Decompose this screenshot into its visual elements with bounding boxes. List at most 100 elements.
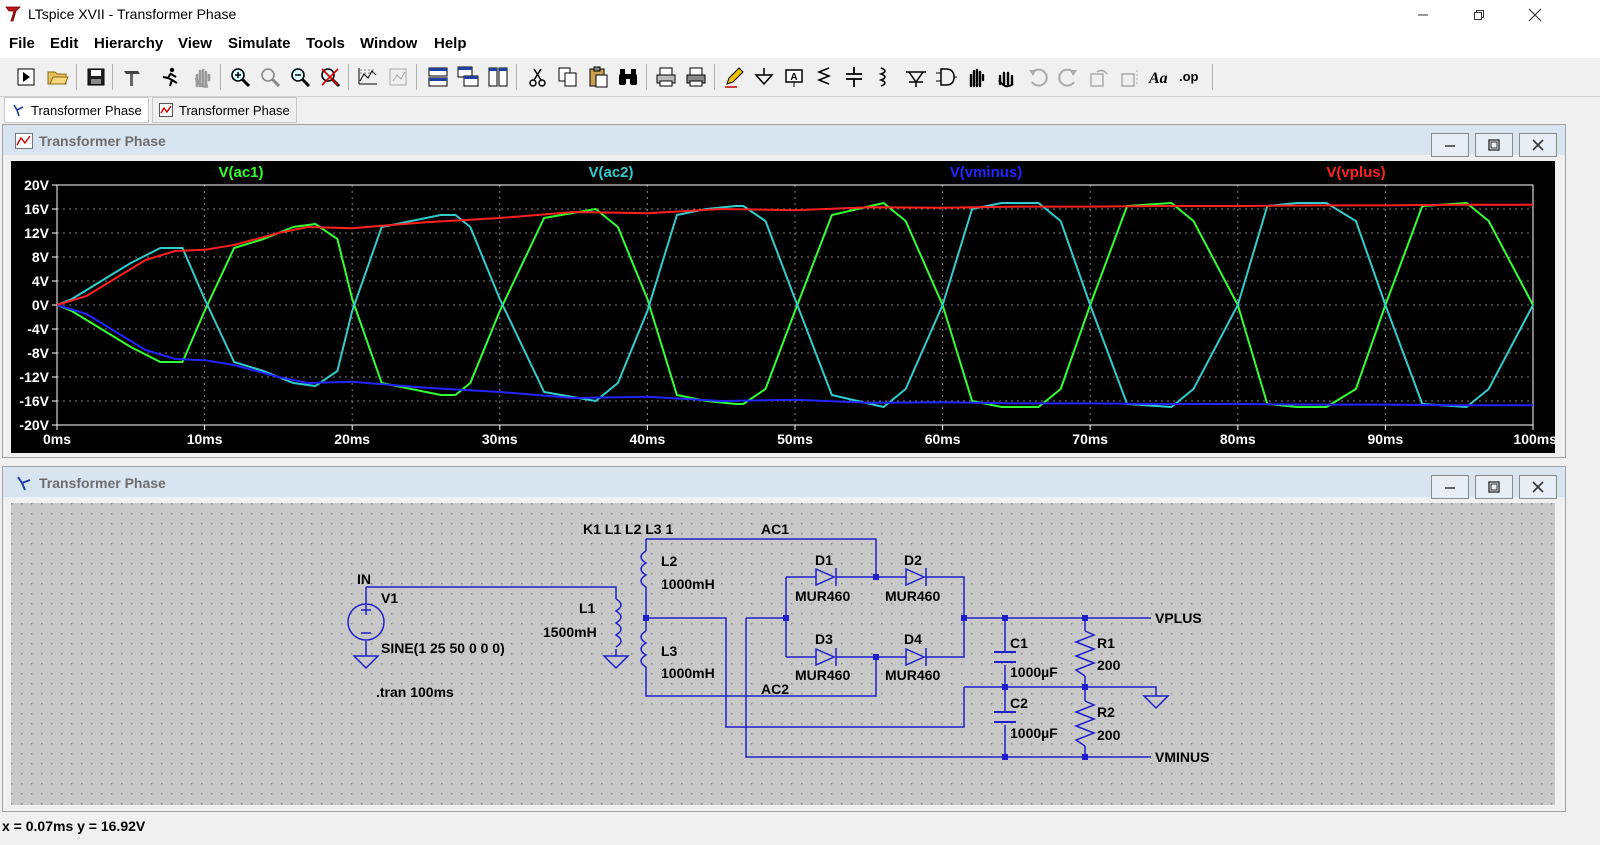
menu-help[interactable]: Help <box>434 35 467 52</box>
v1-name: V1 <box>381 590 398 606</box>
inductor-button[interactable] <box>872 65 896 89</box>
folder-open-icon <box>47 71 69 85</box>
drag-button[interactable] <box>994 65 1018 89</box>
toolbar-separator <box>348 64 349 90</box>
tab-waveform[interactable]: Transformer Phase <box>152 97 297 123</box>
zoom-cancel-icon <box>321 68 341 88</box>
chart-autorange-icon <box>358 68 377 85</box>
tile-horizontal-button[interactable] <box>426 65 450 89</box>
mirror-button[interactable] <box>1118 65 1142 89</box>
menu-tools[interactable]: Tools <box>306 35 345 52</box>
tile-horizontal-icon <box>428 67 448 87</box>
schematic-close-button[interactable] <box>1519 475 1557 499</box>
printer-icon <box>656 67 676 87</box>
diodes[interactable] <box>815 567 927 667</box>
schematic-minimize-button[interactable] <box>1431 475 1469 499</box>
x-tick-label: 80ms <box>1220 431 1256 447</box>
pencil-icon <box>725 67 744 88</box>
label-net-button[interactable]: A <box>782 65 806 89</box>
save-icon <box>87 68 105 86</box>
plot-settings-button[interactable] <box>386 65 410 89</box>
resistors[interactable] <box>1073 630 1097 747</box>
legend-vac1: V(ac1) <box>218 164 263 181</box>
run-button[interactable] <box>158 65 182 89</box>
minimize-button[interactable] <box>1400 0 1446 30</box>
restore-button[interactable] <box>1456 0 1502 30</box>
waveform-icon <box>15 133 33 149</box>
draw-wire-button[interactable] <box>722 65 746 89</box>
text-aa-icon: Aa <box>1148 70 1168 87</box>
plot-close-button[interactable] <box>1519 133 1557 157</box>
voltage-source-v1[interactable] <box>347 603 385 641</box>
menu-file[interactable]: File <box>9 35 35 52</box>
undo-button[interactable] <box>1026 65 1050 89</box>
menu-edit[interactable]: Edit <box>50 35 79 52</box>
x-tick-label: 50ms <box>777 431 813 447</box>
halt-button[interactable] <box>190 65 214 89</box>
spice-directive-button[interactable]: .op <box>1178 65 1202 89</box>
label-net-icon: A <box>785 69 803 87</box>
tab-schematic[interactable]: Transformer Phase <box>4 97 149 123</box>
zoom-icon <box>261 68 281 88</box>
print-setup-button[interactable] <box>654 65 678 89</box>
binoculars-icon <box>619 69 637 85</box>
ground-button[interactable] <box>752 65 776 89</box>
y-tick-label: 8V <box>32 249 50 265</box>
hammer-icon <box>124 71 140 86</box>
x-tick-label: 60ms <box>925 431 961 447</box>
menu-simulate[interactable]: Simulate <box>228 35 291 52</box>
move-button[interactable] <box>964 65 988 89</box>
cascade-button[interactable] <box>456 65 480 89</box>
print-button[interactable] <box>684 65 708 89</box>
zoom-in-button[interactable] <box>228 65 252 89</box>
tile-vertical-button[interactable] <box>486 65 510 89</box>
close-button[interactable] <box>1512 0 1558 30</box>
close-icon <box>1528 8 1542 22</box>
new-schematic-button[interactable] <box>14 65 38 89</box>
autorange-button[interactable] <box>356 65 380 89</box>
paste-button[interactable] <box>586 65 610 89</box>
control-panel-button[interactable] <box>120 65 144 89</box>
plot-minimize-button[interactable] <box>1431 133 1469 157</box>
plot-maximize-button[interactable] <box>1475 133 1513 157</box>
menu-view[interactable]: View <box>178 35 212 52</box>
capacitor-button[interactable] <box>842 65 866 89</box>
x-tick-label: 20ms <box>334 431 370 447</box>
zoom-area-button[interactable] <box>258 65 282 89</box>
net-label-ac2: AC2 <box>761 681 789 697</box>
l3-name: L3 <box>661 643 678 659</box>
save-button[interactable] <box>84 65 108 89</box>
copy-button[interactable] <box>556 65 580 89</box>
redo-button[interactable] <box>1056 65 1080 89</box>
c1-value: 1000µF <box>1010 664 1058 680</box>
d1-value: MUR460 <box>795 588 850 604</box>
find-button[interactable] <box>616 65 640 89</box>
l1-name: L1 <box>579 600 596 616</box>
l1-value: 1500mH <box>543 624 597 640</box>
diode-button[interactable] <box>904 65 928 89</box>
l2-name: L2 <box>661 553 678 569</box>
junction-dots <box>643 574 1088 760</box>
text-button[interactable]: Aa <box>1148 65 1172 89</box>
capacitors[interactable] <box>994 651 1016 723</box>
toolbar-separator <box>112 64 113 90</box>
capacitor-icon <box>846 67 862 87</box>
menu-hierarchy[interactable]: Hierarchy <box>94 35 164 52</box>
cut-button[interactable] <box>526 65 550 89</box>
plot-legend: V(ac1)V(ac2)V(vminus)V(vplus) <box>218 164 1385 181</box>
d4-name: D4 <box>904 631 922 647</box>
zoom-out-button[interactable] <box>288 65 312 89</box>
zoom-fit-button[interactable] <box>318 65 342 89</box>
plot-window-titlebar: Transformer Phase <box>3 125 1565 157</box>
schematic-canvas[interactable]: K1 L1 L2 L3 1 AC1 AC2 IN VPLUS VMINUS V1… <box>11 503 1555 805</box>
open-button[interactable] <box>46 65 70 89</box>
menu-window[interactable]: Window <box>360 35 418 52</box>
maximize-icon <box>1488 139 1500 151</box>
component-button[interactable] <box>934 65 958 89</box>
r2-value: 200 <box>1097 727 1121 743</box>
inductors[interactable] <box>614 550 648 687</box>
rotate-button[interactable] <box>1088 65 1112 89</box>
resistor-button[interactable] <box>812 65 836 89</box>
schematic-maximize-button[interactable] <box>1475 475 1513 499</box>
